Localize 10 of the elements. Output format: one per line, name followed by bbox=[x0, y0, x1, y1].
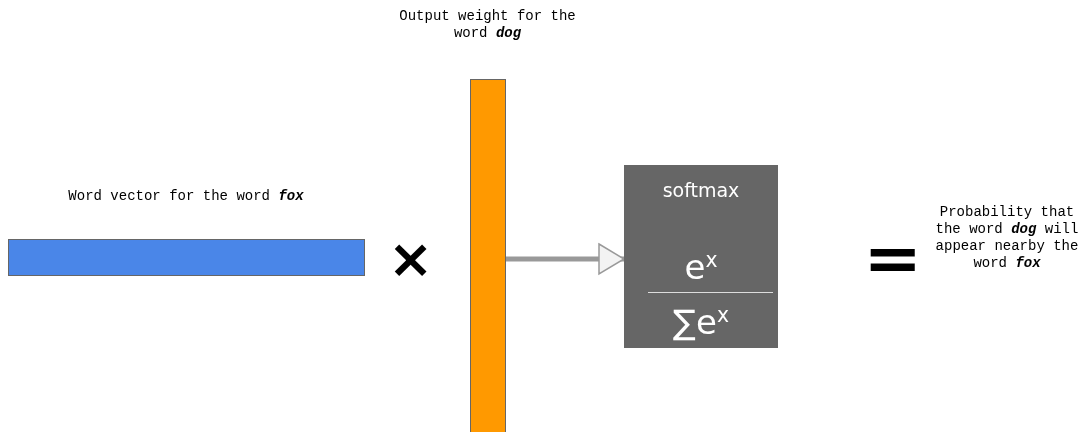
numerator-text: e$^{x}$ bbox=[683, 246, 719, 287]
caption-text: Word vector for the word fox bbox=[67, 188, 305, 205]
softmax-box bbox=[624, 165, 778, 348]
title-text: softmax bbox=[661, 179, 741, 201]
arrow bbox=[506, 243, 625, 275]
multiply-sign: × bbox=[388, 232, 434, 286]
result-text: Probability that the word dog will appear nearby the word fox bbox=[934, 204, 1080, 272]
denominator-text: ∑e$^{x}$ bbox=[672, 301, 730, 343]
caption-text: Output weight for the word dog bbox=[398, 8, 577, 42]
equals-sign: = bbox=[863, 226, 923, 290]
